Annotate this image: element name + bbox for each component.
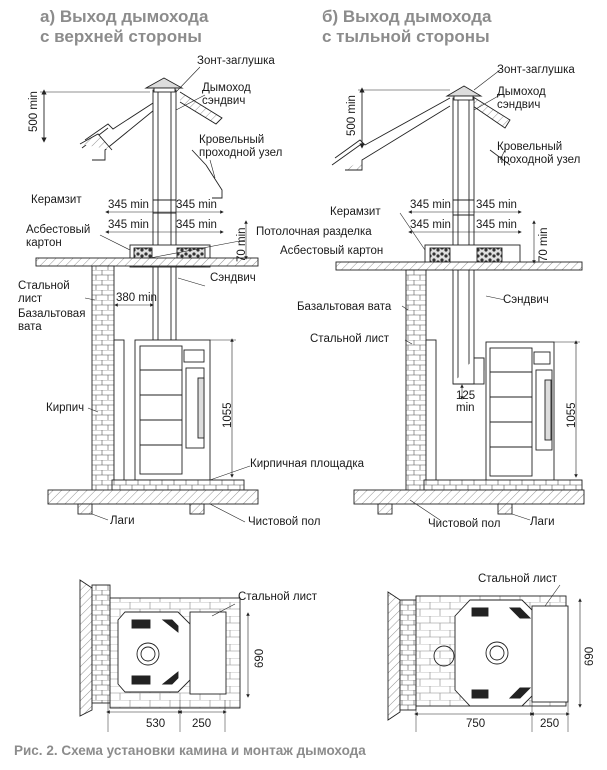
right-elevation [331, 69, 585, 521]
right-label-steel: Стальной лист [310, 333, 390, 345]
title-b: б) Выход дымохода с тыльной стороны [322, 7, 491, 47]
left-brick-platform [111, 479, 245, 491]
right-plan-label-steel: Стальной лист [478, 573, 558, 585]
right-label-sandwich: Сэндвич [503, 294, 549, 306]
right-plan-dim-690: 690 [584, 646, 596, 666]
right-chimney-cap [445, 85, 483, 97]
right-dim-1055: 1055 [566, 402, 578, 428]
right-label-chimney-l1: Дымоход [497, 86, 546, 98]
left-label-ceiling: Потолочная разделка [256, 226, 372, 238]
left-label-chimney-l2: сэндвич [202, 95, 246, 107]
right-roof [331, 94, 511, 171]
right-ceiling-slab [335, 261, 583, 271]
title-a-line1: а) Выход дымохода [40, 7, 209, 26]
right-plan-dim-250: 250 [540, 718, 560, 730]
right-dim-345c: 345 min [410, 219, 451, 231]
left-ceiling-slab [35, 257, 259, 267]
left-label-steel: Стальной лист [18, 280, 70, 306]
left-label-steel-l1: Стальной [18, 280, 70, 292]
title-b-line2: с тыльной стороны [322, 27, 490, 46]
right-chimney-pipe [452, 97, 475, 267]
title-b-line1: б) Выход дымохода [322, 7, 492, 26]
left-label-asbestos-l2: картон [26, 237, 62, 249]
right-label-basalt: Базальтовая вата [297, 301, 392, 313]
left-label-asbestos: Асбестовый картон [26, 224, 90, 250]
right-dim-125-l1: 125 [456, 390, 476, 402]
left-dim-70: 70 min [236, 227, 248, 262]
right-label-chimney: Дымоход сэндвич [497, 86, 546, 112]
left-label-chimney: Дымоход сэндвич [202, 82, 251, 108]
right-stove [485, 341, 555, 483]
left-stove [134, 339, 211, 488]
left-plan-dim-530: 530 [146, 718, 166, 730]
left-chimney-cap [144, 77, 184, 89]
left-dim-345d: 345 min [176, 219, 217, 231]
right-brick-wall [405, 269, 427, 493]
left-label-steel-l2: лист [18, 293, 43, 305]
left-dim-500: 500 min [28, 91, 40, 132]
left-label-roof-unit-l2: проходной узел [199, 147, 283, 159]
left-dim-380: 380 min [116, 292, 157, 304]
left-elevation [35, 66, 259, 523]
right-label-roof-unit-l1: Кровельный [497, 141, 563, 153]
left-label-sandwich: Сэндвич [210, 272, 256, 284]
left-label-platform: Кирпичная площадка [250, 458, 365, 470]
left-plan-dim-250: 250 [192, 718, 212, 730]
left-label-asbestos2: Асбестовый картон [280, 245, 384, 257]
right-dim-125: 125 min [456, 390, 475, 414]
left-label-keramzit: Керамзит [31, 194, 82, 206]
left-label-basalt-l2: вата [18, 321, 42, 333]
left-label-basalt: Базальтовая вата [18, 308, 85, 334]
right-label-floor: Чистовой пол [428, 518, 501, 530]
right-plan-dim-750: 750 [466, 718, 486, 730]
left-plan [79, 579, 250, 732]
title-a-line2: с верхней стороны [40, 27, 202, 46]
left-label-chimney-l1: Дымоход [202, 82, 251, 94]
left-brick-wall [91, 265, 115, 493]
title-a: а) Выход дымохода с верхней стороны [40, 7, 208, 47]
right-dim-70: 70 min [538, 227, 550, 262]
right-label-roof-unit: Кровельный проходной узел [497, 141, 580, 167]
right-label-logs: Лаги [530, 516, 555, 528]
left-plan-label-steel: Стальной лист [238, 591, 318, 603]
left-plan-dim-690: 690 [254, 648, 266, 668]
left-roof [79, 91, 223, 199]
right-label-roof-unit-l2: проходной узел [497, 154, 581, 166]
right-dim-125-l2: min [456, 402, 475, 414]
right-floor [353, 489, 585, 505]
left-label-logs: Лаги [110, 515, 135, 527]
left-dim-345c: 345 min [108, 219, 149, 231]
left-floor [47, 489, 259, 505]
left-dim-345a: 345 min [108, 199, 149, 211]
left-label-basalt-l1: Базальтовая [18, 308, 86, 320]
left-plan-steel-sheet [189, 611, 227, 695]
right-dim-345b: 345 min [476, 199, 517, 211]
right-label-chimney-l2: сэндвич [497, 99, 541, 111]
left-dim-1055: 1055 [222, 402, 234, 428]
right-dim-500: 500 min [346, 95, 358, 136]
left-label-floor: Чистовой пол [248, 516, 321, 528]
right-brick-platform [423, 479, 583, 491]
left-label-brick: Кирпич [46, 402, 85, 414]
left-label-cap: Зонт-заглушка [197, 55, 275, 67]
left-label-roof-unit: Кровельный проходной узел [199, 134, 282, 160]
right-plan [387, 584, 582, 732]
figure-caption: Рис. 2. Схема установки камина и монтаж … [14, 743, 366, 758]
right-plan-steel-sheet [531, 605, 569, 703]
left-label-asbestos-l1: Асбестовый [26, 224, 91, 236]
right-label-keramzit: Керамзит [330, 206, 381, 218]
right-dim-345d: 345 min [476, 219, 517, 231]
right-dim-345a: 345 min [410, 199, 451, 211]
right-label-cap: Зонт-заглушка [497, 64, 575, 76]
left-dim-345b: 345 min [176, 199, 217, 211]
left-label-roof-unit-l1: Кровельный [199, 134, 265, 146]
